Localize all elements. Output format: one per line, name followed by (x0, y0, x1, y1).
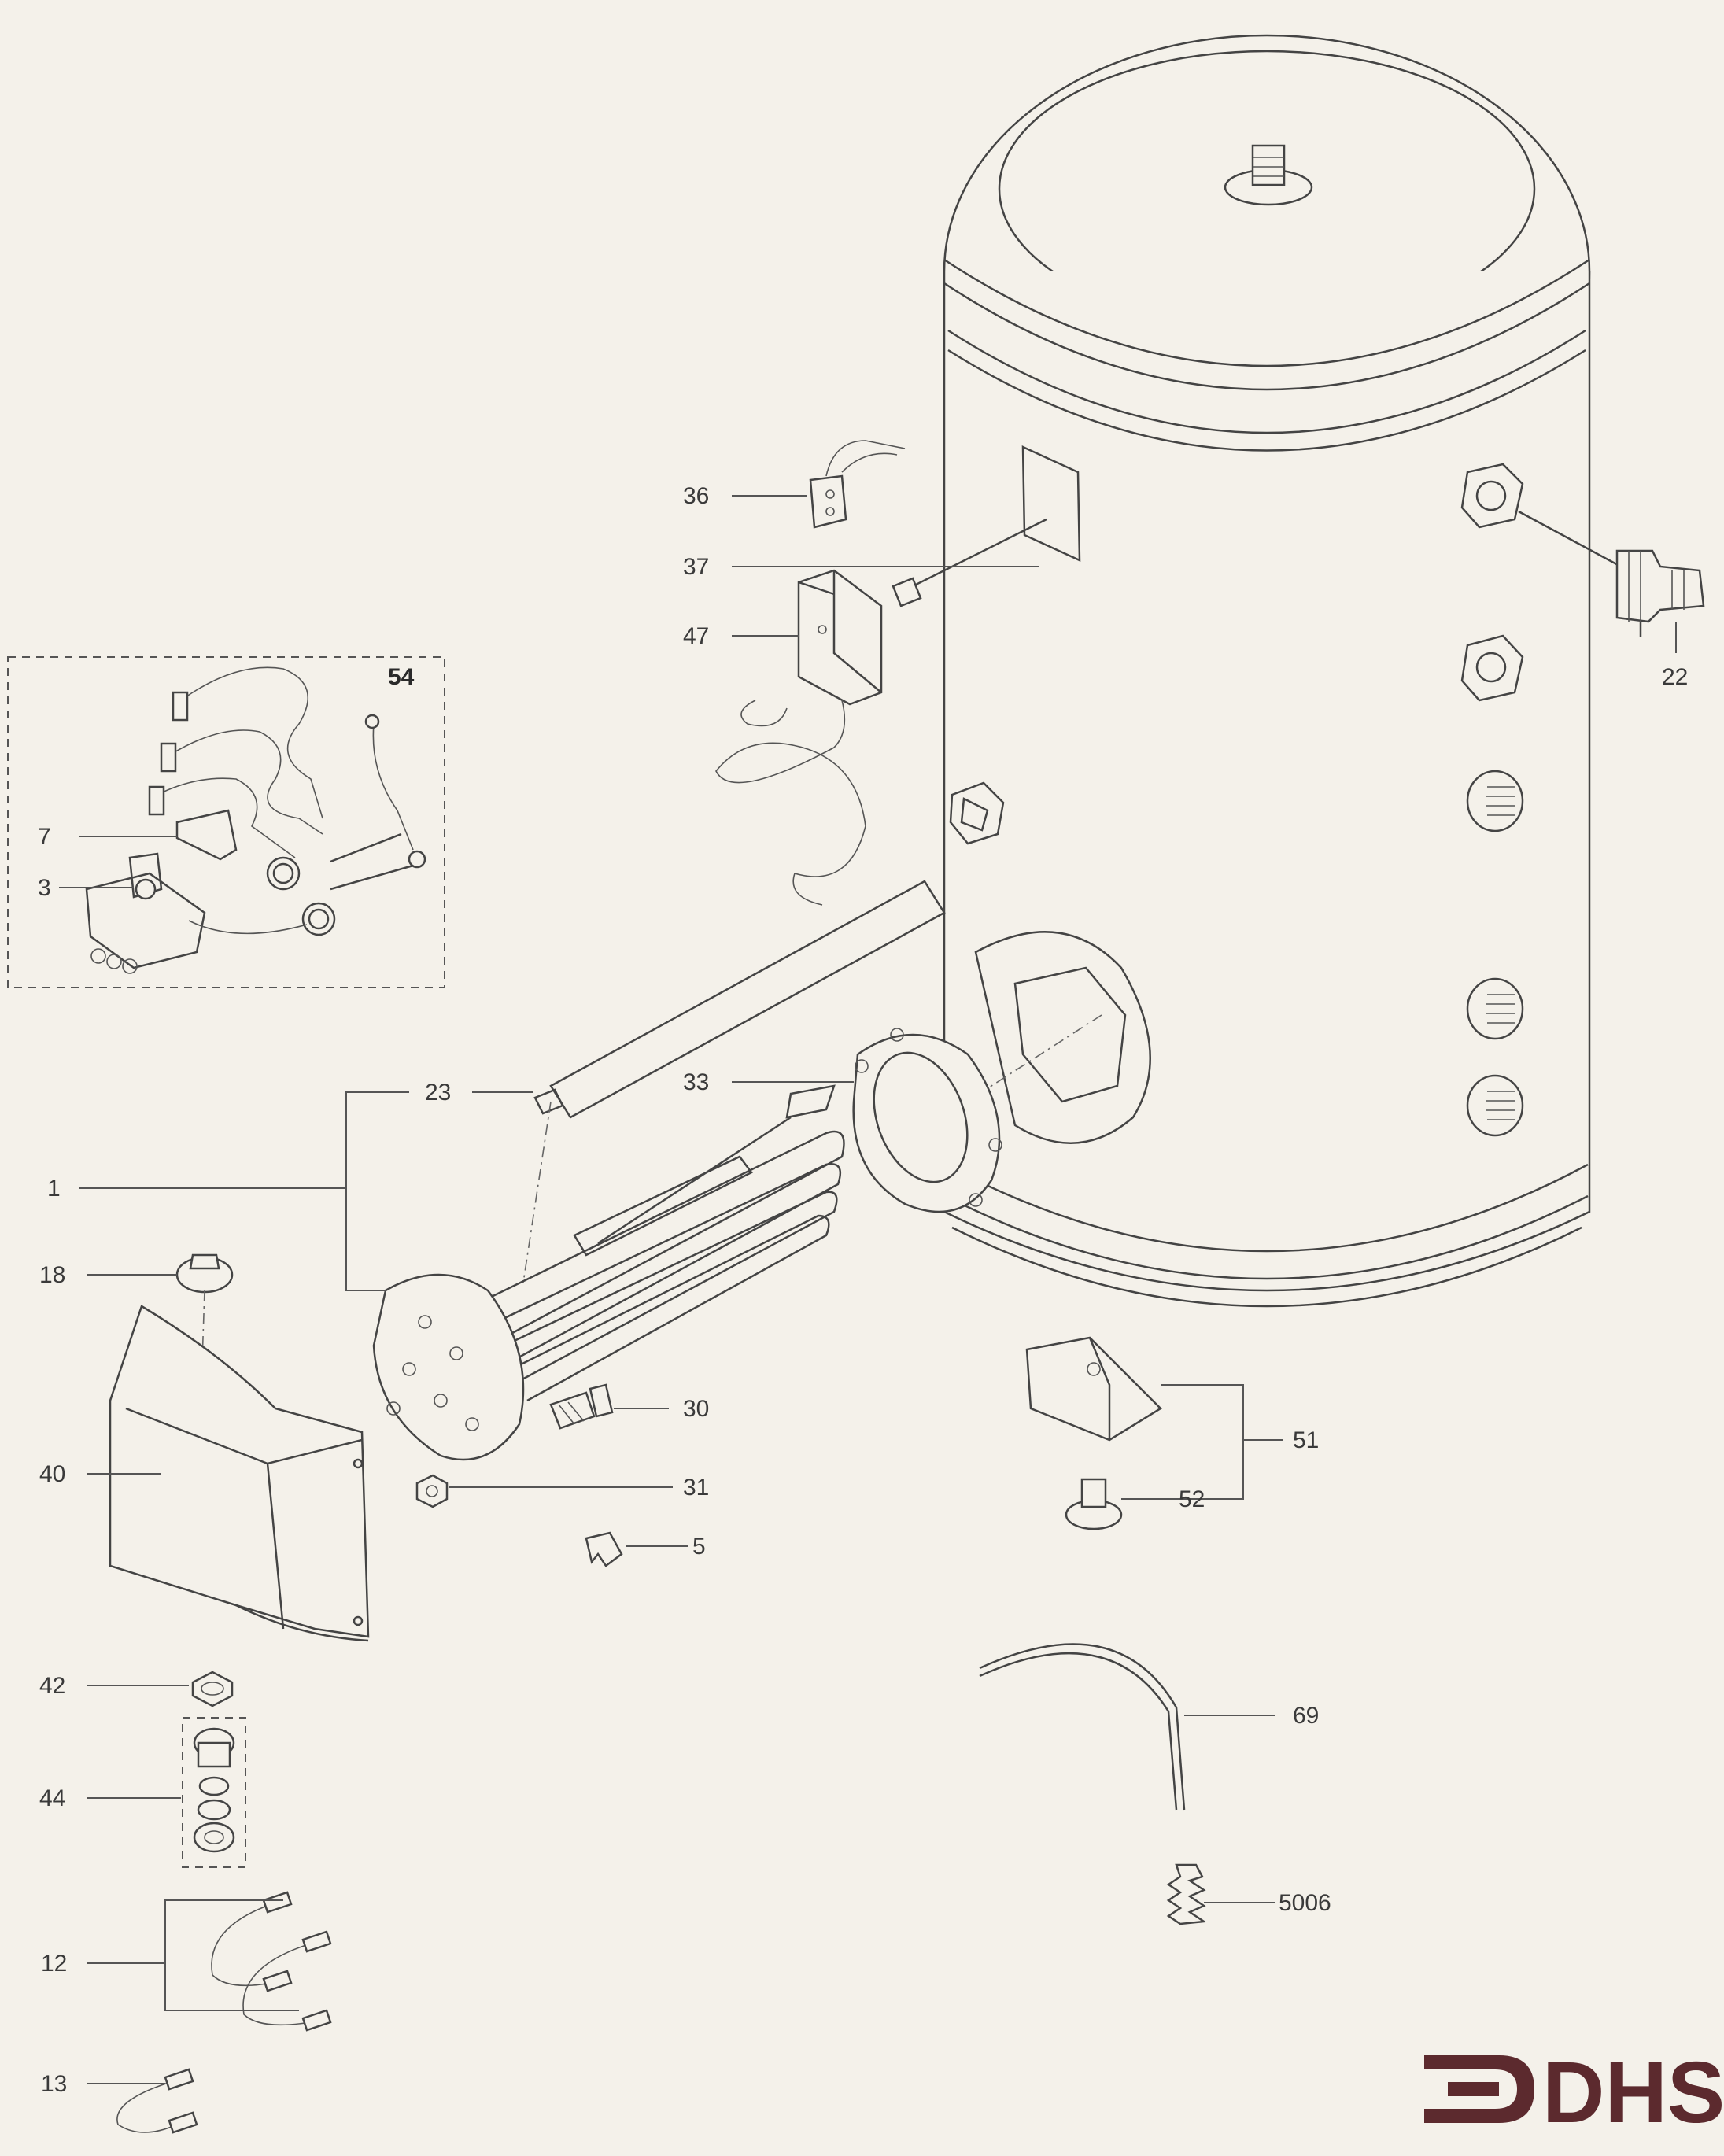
label-69: 69 (1293, 1703, 1319, 1729)
gasket-icon (852, 1028, 1002, 1213)
label-3: 3 (38, 875, 51, 901)
label-30: 30 (683, 1396, 709, 1422)
nut-icon (415, 1474, 449, 1508)
label-36: 36 (683, 483, 709, 509)
cover-cap-icon (175, 1253, 234, 1409)
tank-boss-3 (1466, 770, 1524, 832)
label-7: 7 (38, 824, 51, 850)
clip-icon (585, 1531, 623, 1567)
cable-gland-kit-icon (182, 1717, 246, 1868)
element-port (880, 931, 1151, 1157)
dhs-logo-mark (1424, 2055, 1534, 2123)
tank-boss-4 (1466, 977, 1524, 1040)
label-51: 51 (1293, 1427, 1319, 1453)
label-18: 18 (39, 1262, 65, 1288)
leader-lines (59, 495, 1677, 2084)
tank-boss-2 (1460, 634, 1524, 702)
label-22: 22 (1662, 664, 1688, 690)
tank-boss-top (1460, 463, 1524, 529)
label-13: 13 (41, 2071, 67, 2097)
hose-icon (979, 1643, 1186, 1811)
label-5: 5 (692, 1534, 706, 1560)
link-wire-set-icon (211, 1891, 332, 2032)
thermostat-probe-icon (892, 518, 1047, 607)
part-labels: 36 37 47 54 7 3 22 23 33 1 18 30 51 40 3… (38, 483, 1688, 2097)
label-54: 54 (388, 664, 415, 690)
foot-bracket-icon (1025, 1336, 1163, 1442)
label-12: 12 (41, 1951, 67, 1977)
immersion-element-icon (372, 1084, 845, 1461)
anode-rod-icon (522, 880, 946, 1283)
label-37: 37 (683, 554, 709, 580)
label-42: 42 (39, 1673, 65, 1699)
label-40: 40 (39, 1461, 65, 1487)
sensor-clip-icon (809, 440, 906, 529)
kit-box-54 (7, 656, 445, 988)
barbed-fitting-icon (1166, 1863, 1207, 1925)
locknut-icon (191, 1671, 234, 1707)
top-valve-icon (1224, 144, 1313, 206)
label-23: 23 (425, 1080, 451, 1106)
bolt-icon (549, 1383, 614, 1430)
label-5006: 5006 (1279, 1890, 1331, 1916)
label-33: 33 (683, 1069, 709, 1095)
thermostat-box-icon (715, 569, 883, 906)
dhs-logo: DHS (1424, 2044, 1724, 2141)
label-31: 31 (683, 1475, 709, 1501)
tank-boss-5 (1466, 1074, 1524, 1137)
label-44: 44 (39, 1785, 65, 1811)
cylinder-tank (880, 34, 1591, 1308)
drain-valve-icon (1518, 510, 1705, 637)
label-1: 1 (47, 1176, 61, 1202)
link-wire-icon (116, 2068, 198, 2134)
label-52: 52 (1179, 1486, 1205, 1512)
label-47: 47 (683, 623, 709, 649)
element-cover-icon (109, 1305, 370, 1642)
adjustable-foot-icon (1065, 1478, 1123, 1530)
tank-boss-left (949, 781, 1005, 845)
dhs-logo-text: DHS (1542, 2044, 1724, 2141)
